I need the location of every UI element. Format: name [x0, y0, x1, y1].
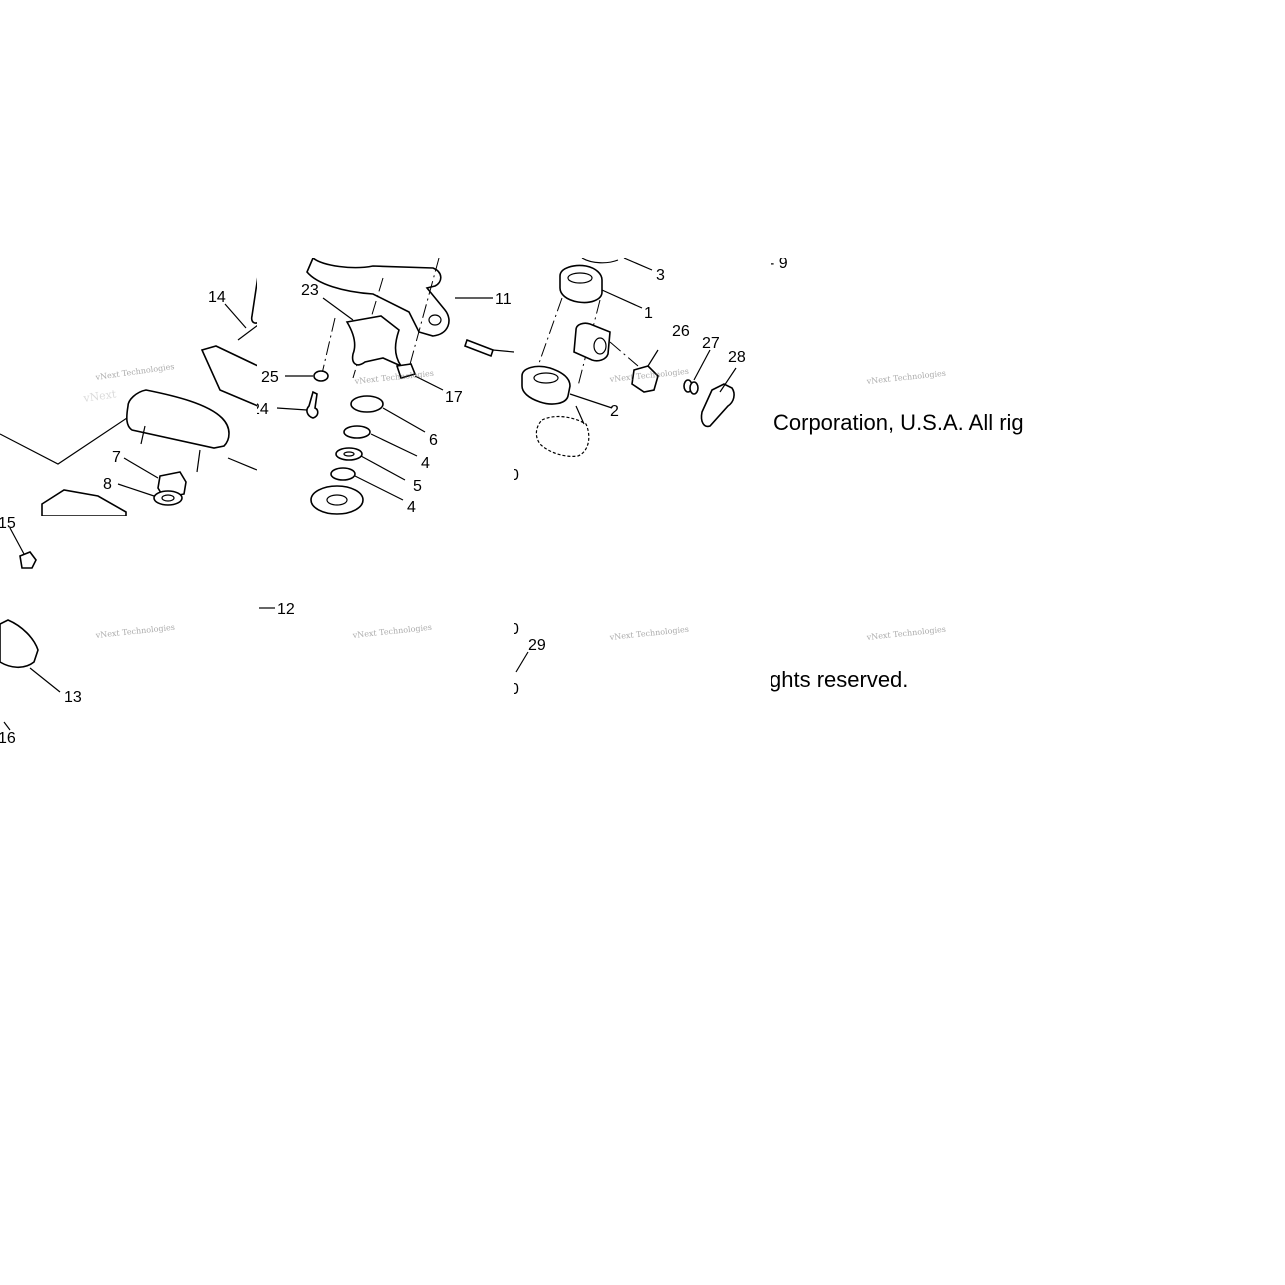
- callout-2: 2: [610, 403, 619, 420]
- part-28-plate: [700, 383, 735, 428]
- callout-17: 17: [445, 389, 463, 406]
- callout-7: 7: [112, 449, 121, 466]
- callout-12: 12: [277, 601, 295, 618]
- callout-28: 28: [728, 349, 746, 366]
- callout-29: 29: [528, 637, 546, 654]
- watermark-text: vNext Technologies: [353, 369, 434, 386]
- diagram-tile-upper-left: 14 7 8 vNext Technologies vNext: [0, 258, 257, 516]
- callout-26: 26: [672, 323, 690, 340]
- copyright-line-2: ghts reserved.: [771, 667, 908, 692]
- callout-9: - 9: [771, 258, 788, 272]
- watermark-text: vNext Technologies: [865, 625, 946, 642]
- part-4-spacer-a: [343, 425, 371, 439]
- callout-15: 15: [0, 516, 16, 532]
- callout-partial-0: 0: [514, 467, 519, 484]
- copyright-line-1: Corporation, U.S.A. All rig: [773, 410, 1024, 435]
- part-2-bearing: [521, 365, 571, 405]
- diagram-tile-upper-right: - 9 30 Corporation, U.S.A. All rig vNext…: [771, 258, 1028, 516]
- callout-1: 1: [644, 305, 653, 322]
- part-large-bushing: [310, 485, 364, 515]
- callout-23: 23: [301, 282, 319, 299]
- part-4-spacer-b: [330, 467, 356, 481]
- callout-25: 25: [261, 369, 279, 386]
- part-14-bracket: [250, 277, 257, 324]
- part-13-lever: [0, 619, 39, 669]
- callout-13: 13: [64, 689, 82, 706]
- callout-5: 5: [413, 478, 422, 495]
- part-handlebar-clamp: [126, 389, 230, 449]
- watermark-text: vNext Technologies: [608, 625, 689, 642]
- callout-3: 3: [656, 267, 665, 284]
- part-24-bolt: [306, 390, 319, 419]
- watermark-text: vNext Technologies: [94, 362, 175, 382]
- callout-4a: 4: [421, 455, 430, 472]
- part-bolt: [463, 338, 495, 358]
- watermark-text: vNext Technologies: [94, 623, 175, 640]
- part-8-washer: [153, 490, 183, 506]
- diagram-tile-lower-middle: 12 vNext Technologies: [257, 516, 514, 774]
- callout-partial-0c: 0: [514, 681, 519, 698]
- part-6-washer: [350, 395, 384, 413]
- part-1-bearing: [559, 264, 603, 304]
- part-25-nut: [313, 370, 329, 382]
- diagram-tile-lower-center-right: 0 0 29 vNext Technologies: [514, 516, 771, 774]
- part-17-nut: [395, 363, 417, 379]
- part-11-triple-clamp: [306, 258, 450, 337]
- part-23-bracket: [345, 315, 404, 368]
- callout-24: 24: [257, 401, 269, 418]
- callout-16: 16: [0, 730, 16, 747]
- part-15-bolt: [19, 551, 37, 569]
- callout-14: 14: [208, 289, 226, 306]
- diagram-tile-upper-center-right: 3 1 2 26 27 28 0 vNext Technologies: [514, 258, 771, 516]
- callout-6: 6: [429, 432, 438, 449]
- part-spacer-tube: [573, 322, 611, 362]
- diagram-tile-lower-left: 15 13 16 vNext Technologies: [0, 516, 257, 774]
- watermark-text: vNext Technologies: [351, 623, 432, 640]
- svg-text:vNext: vNext: [82, 387, 118, 405]
- diagram-tile-lower-right: ghts reserved. vNext Technologies: [771, 516, 1028, 774]
- diagram-tile-upper-middle: 23 11 25 24 17 6 4 5 4 vNext Technologie…: [257, 258, 514, 516]
- watermark-text: vNext Technologies: [865, 369, 946, 386]
- part-5-washer: [335, 447, 363, 461]
- part-housing-outline: [535, 415, 590, 457]
- callout-11: 11: [495, 291, 512, 308]
- callout-27: 27: [702, 335, 720, 352]
- callout-8: 8: [103, 476, 112, 493]
- callout-partial-0b: 0: [514, 621, 519, 638]
- callout-4b: 4: [407, 499, 416, 516]
